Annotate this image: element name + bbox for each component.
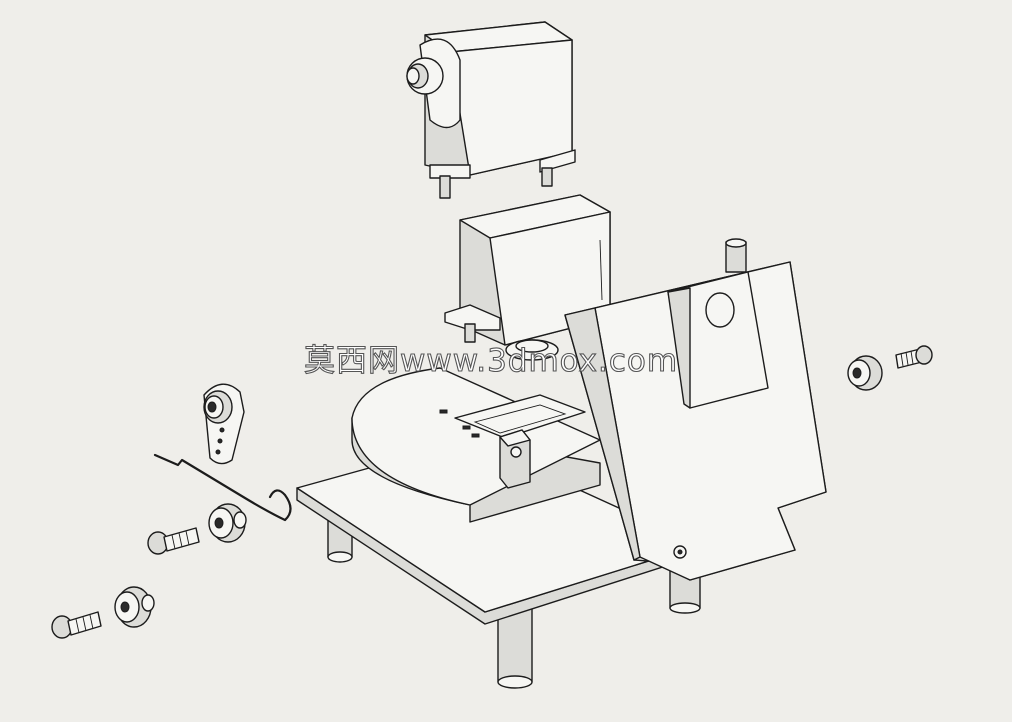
- screw-middle: [147, 527, 200, 555]
- spacer-right: [847, 355, 883, 391]
- spacer-bottom: [114, 586, 155, 628]
- screw-right: [895, 345, 933, 369]
- watermark-text: 莫西网www.3dmox.com: [303, 342, 679, 379]
- bracket-block: [499, 429, 531, 489]
- spacer-middle: [208, 503, 247, 543]
- screw-bottom: [51, 611, 102, 639]
- servo-horn: [203, 383, 245, 465]
- servo-upper: [406, 21, 576, 199]
- push-rod-wire: [153, 453, 292, 522]
- turntable: [351, 367, 601, 523]
- bracket-plate: [564, 238, 827, 581]
